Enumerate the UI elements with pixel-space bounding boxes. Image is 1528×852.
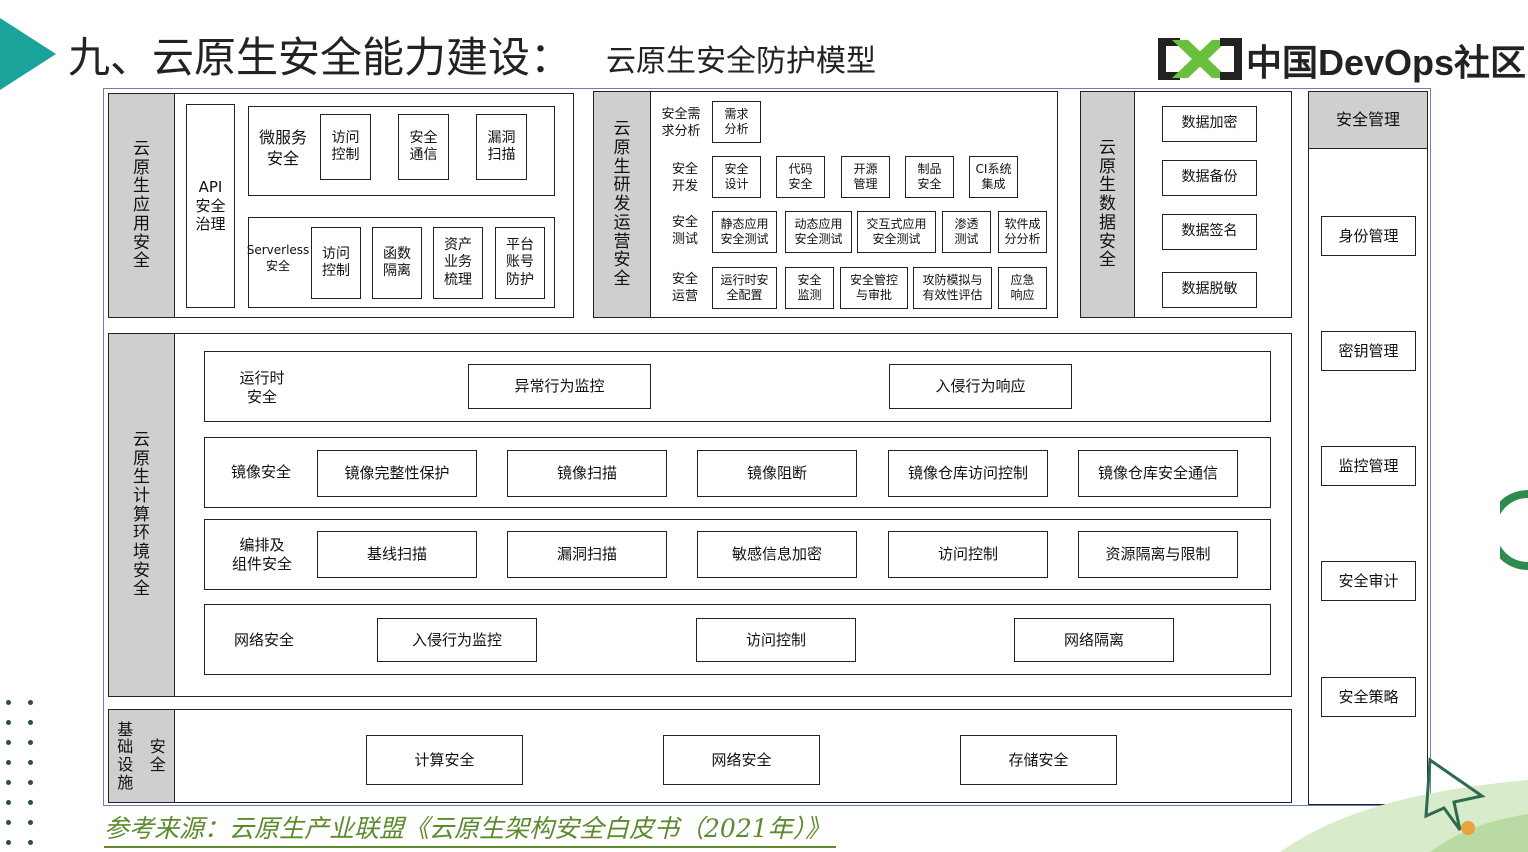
devops-row-label-operations: 安全 运营: [671, 272, 698, 304]
resource-isolation-limits: 资源隔离与限制: [1078, 531, 1238, 578]
serverless-access-control: 访问 控制: [311, 227, 361, 299]
penetration-test: 渗透 测试: [942, 211, 991, 253]
teal-triangle-decoration: [0, 18, 56, 90]
orchestration-security-label: 编排及 组件安全: [231, 535, 292, 574]
infra-network-security: 网络安全: [663, 735, 820, 785]
app-security-label: 云 原 生 应 用 安 全: [108, 93, 175, 318]
serverless-function-isolation: 函数 隔离: [372, 227, 422, 299]
iast: 交互式应用 安全测试: [857, 211, 936, 253]
runtime-security-label: 运行时 安全: [239, 368, 285, 407]
serverless-asset-business-review: 资产 业务 梳理: [433, 227, 483, 299]
devops-security-label: 云 原 生 研 发 运 营 安 全: [593, 91, 651, 318]
microservice-security-label: 微服务 安全: [258, 128, 307, 168]
security-control-approval: 安全管控 与审批: [840, 267, 908, 309]
security-audit: 安全审计: [1321, 561, 1416, 601]
page-subtitle: 云原生安全防护模型: [606, 44, 876, 79]
sensitive-info-encryption: 敏感信息加密: [697, 531, 857, 578]
security-design: 安全 设计: [712, 156, 761, 198]
diagram-frame: [103, 88, 1431, 806]
devops-row-label-development: 安全 开发: [671, 162, 698, 194]
ci-system-integration: CI系统 集成: [969, 156, 1018, 198]
emergency-response: 应急 响应: [998, 267, 1047, 309]
infrastructure-security-word: 安 全: [149, 737, 166, 774]
runtime-security-config: 运行时安 全配置: [712, 267, 777, 309]
microservice-secure-communication: 安全 通信: [398, 114, 449, 180]
code-security: 代码 安全: [776, 156, 825, 198]
data-signing: 数据签名: [1162, 214, 1257, 250]
security-policy: 安全策略: [1321, 677, 1416, 717]
infrastructure-label: 基 础 设 施: [117, 719, 134, 792]
devops-logo-icon: [1158, 38, 1242, 80]
compute-security: 计算安全: [366, 735, 523, 785]
image-scanning: 镜像扫描: [507, 450, 667, 497]
source-citation: 参考来源：云原生产业联盟《云原生架构安全白皮书（2021年）》: [104, 812, 837, 848]
page-title: 九、云原生安全能力建设：: [68, 33, 573, 82]
microservice-vulnerability-scan: 漏洞 扫描: [476, 114, 527, 180]
identity-management: 身份管理: [1321, 216, 1416, 256]
network-security-label: 网络安全: [233, 631, 294, 650]
data-backup: 数据备份: [1162, 160, 1257, 196]
software-composition-analysis: 软件成 分分析: [998, 211, 1047, 253]
orchestration-access-control: 访问控制: [888, 531, 1048, 578]
network-access-control: 访问控制: [696, 618, 856, 662]
serverless-security-label: Serverless 安全: [246, 243, 310, 273]
runtime-security-row: [204, 351, 1271, 422]
logo-text: 中国DevOps社区: [1246, 42, 1527, 83]
open-source-management: 开源 管理: [841, 156, 890, 198]
infrastructure-security-label-box: 基 础 设 施 安 全: [108, 709, 175, 803]
data-encryption: 数据加密: [1162, 106, 1257, 142]
devops-row-label-testing: 安全 测试: [671, 215, 698, 247]
image-integrity-protection: 镜像完整性保护: [317, 450, 477, 497]
security-management-label: 安全管理: [1308, 91, 1428, 149]
artifact-security: 制品 安全: [905, 156, 954, 198]
security-monitoring: 安全 监测: [785, 267, 834, 309]
compute-env-security-label: 云 原 生 计 算 环 境 安 全: [108, 333, 175, 697]
image-blocking: 镜像阻断: [697, 450, 857, 497]
api-security-governance: API 安全 治理: [186, 104, 235, 308]
microservice-access-control: 访问 控制: [320, 114, 371, 180]
registry-access-control: 镜像仓库访问控制: [888, 450, 1048, 497]
serverless-platform-account-protection: 平台 账号 防护: [495, 227, 545, 299]
data-security-label: 云 原 生 数 据 安 全: [1080, 91, 1135, 318]
registry-secure-communication: 镜像仓库安全通信: [1078, 450, 1238, 497]
monitoring-management: 监控管理: [1321, 446, 1416, 486]
orchestration-vulnerability-scan: 漏洞扫描: [507, 531, 667, 578]
baseline-scanning: 基线扫描: [317, 531, 477, 578]
dast: 动态应用 安全测试: [785, 211, 852, 253]
devops-row-label-requirements: 安全需 求分析: [661, 107, 701, 139]
image-security-label: 镜像安全: [230, 463, 291, 482]
sast: 静态应用 安全测试: [712, 211, 777, 253]
abnormal-behavior-monitoring: 异常行为监控: [468, 364, 651, 409]
paper-plane-icon: [1424, 757, 1486, 835]
key-management: 密钥管理: [1321, 331, 1416, 371]
storage-security: 存储安全: [960, 735, 1117, 785]
green-ring-decoration: [1500, 490, 1528, 570]
network-isolation: 网络隔离: [1014, 618, 1174, 662]
intrusion-monitoring: 入侵行为监控: [377, 618, 537, 662]
intrusion-response: 入侵行为响应: [889, 364, 1072, 409]
requirements-analysis: 需求 分析: [712, 101, 761, 143]
data-masking: 数据脱敏: [1162, 272, 1257, 308]
attack-simulation-evaluation: 攻防模拟与 有效性评估: [913, 267, 992, 309]
green-wave-decoration: [1280, 780, 1528, 852]
